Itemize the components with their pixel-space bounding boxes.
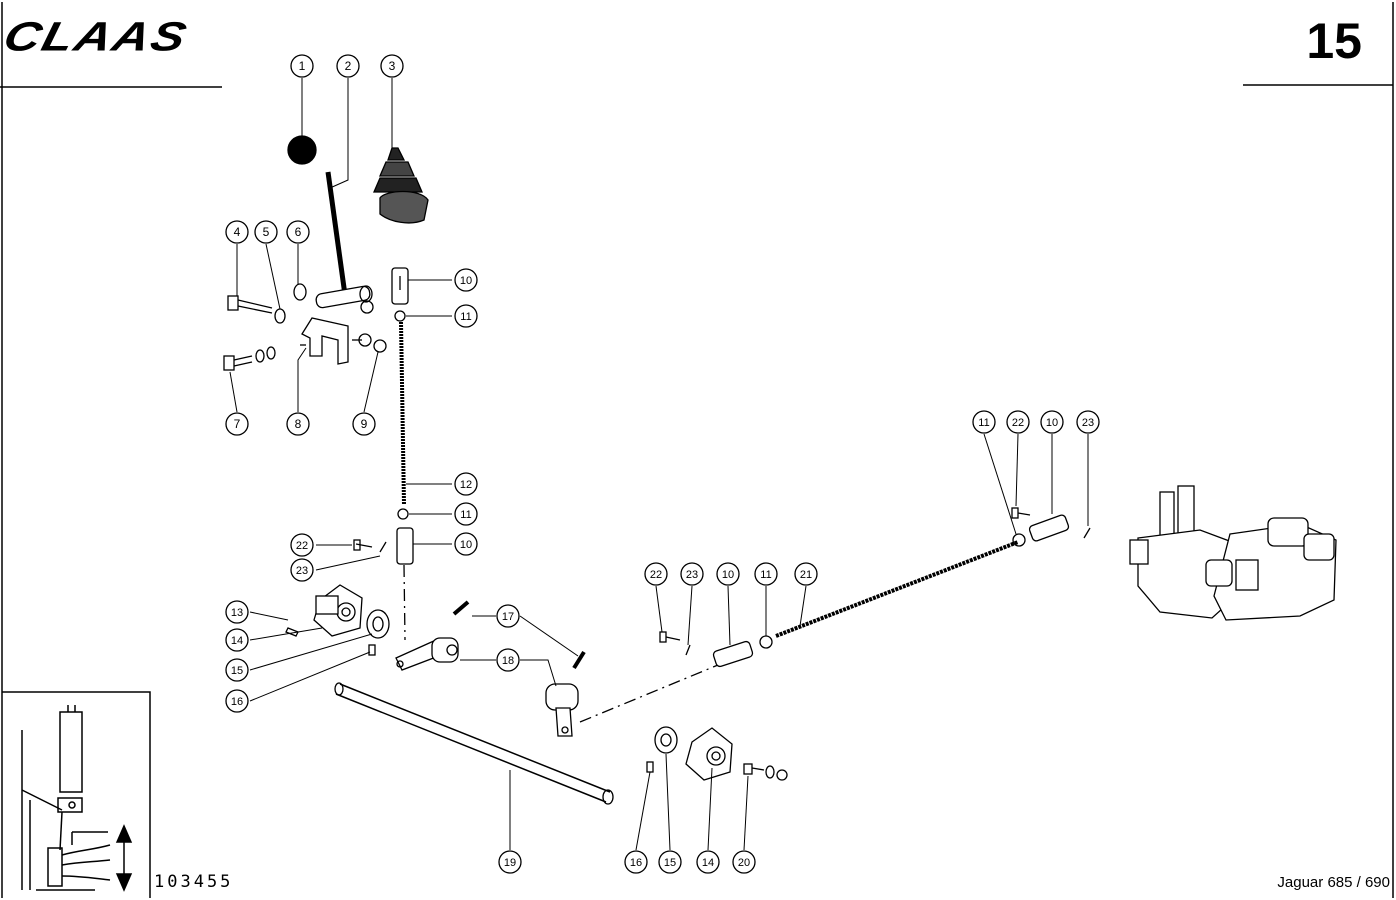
callout-number: 14 (231, 635, 243, 647)
callout-number: 21 (800, 569, 812, 581)
crank-arm-part (395, 637, 459, 671)
lever-rod (325, 171, 348, 296)
callout-number: 14 (702, 857, 714, 869)
callout-number: 7 (234, 417, 241, 431)
callout-number: 4 (234, 225, 241, 239)
leader-lines (229, 78, 1089, 851)
callout-23: 23 (1076, 410, 1100, 434)
crank-arm-lower (545, 683, 579, 737)
callout-number: 3 (389, 59, 396, 73)
callout-17: 17 (496, 604, 520, 628)
callout-number: 19 (504, 857, 516, 869)
callout-number: 5 (263, 225, 270, 239)
long-bolt-part (227, 295, 273, 314)
callout-9: 9 (352, 412, 376, 436)
callout-14: 14 (696, 850, 720, 874)
callout-12: 12 (454, 472, 478, 496)
callout-number: 22 (1012, 417, 1024, 429)
callout-15: 15 (225, 658, 249, 682)
model-label: Jaguar 685 / 690 (1277, 874, 1390, 891)
callout-20: 20 (732, 850, 756, 874)
callout-8: 8 (286, 412, 310, 436)
callout-number: 16 (231, 696, 243, 708)
callout-number: 13 (231, 607, 243, 619)
callout-14: 14 (225, 628, 249, 652)
callout-2: 2 (336, 54, 360, 78)
callout-10: 10 (454, 532, 478, 556)
callout-number: 11 (460, 311, 471, 323)
control-valve-block (1129, 485, 1337, 621)
callout-3: 3 (380, 54, 404, 78)
callout-6: 6 (286, 220, 310, 244)
callout-number: 16 (630, 857, 642, 869)
callout-number: 8 (295, 417, 302, 431)
callout-4: 4 (225, 220, 249, 244)
callout-16: 16 (225, 689, 249, 713)
callout-number: 10 (722, 569, 734, 581)
main-shaft (334, 682, 614, 805)
callout-number: 10 (460, 539, 472, 551)
callout-number: 20 (738, 857, 750, 869)
callout-11: 11 (454, 304, 478, 328)
callout-22: 22 (290, 533, 314, 557)
callout-22: 22 (644, 562, 668, 586)
flange-bearing-right (685, 727, 733, 781)
callout-number: 10 (1046, 417, 1058, 429)
callout-22: 22 (1006, 410, 1030, 434)
callout-number: 12 (460, 479, 472, 491)
bracket-part (300, 317, 362, 365)
rubber-boot-part (373, 147, 429, 224)
callout-number: 23 (1082, 417, 1094, 429)
callout-number: 11 (978, 417, 989, 429)
callout-11: 11 (972, 410, 996, 434)
callout-15: 15 (658, 850, 682, 874)
callout-number: 1 (299, 59, 306, 73)
callout-10: 10 (454, 268, 478, 292)
callout-number: 11 (460, 509, 471, 521)
callout-number: 22 (296, 540, 308, 552)
drawing-number: 103455 (154, 872, 234, 892)
callout-16: 16 (624, 850, 648, 874)
parts-artwork (223, 78, 1337, 851)
callout-number: 11 (760, 569, 771, 581)
callout-1: 1 (290, 54, 314, 78)
callout-11: 11 (454, 502, 478, 526)
callout-23: 23 (680, 562, 704, 586)
callout-number: 22 (650, 569, 662, 581)
callout-19: 19 (498, 850, 522, 874)
callout-23: 23 (290, 558, 314, 582)
callout-7: 7 (225, 412, 249, 436)
callout-number: 18 (502, 655, 514, 667)
callout-number: 23 (686, 569, 698, 581)
callout-18: 18 (496, 648, 520, 672)
page-number: 15 (1306, 13, 1362, 69)
callout-number: 10 (460, 275, 472, 287)
callout-5: 5 (254, 220, 278, 244)
callout-13: 13 (225, 600, 249, 624)
callout-number: 23 (296, 565, 308, 577)
callout-number: 9 (361, 417, 368, 431)
flange-bearing-left (313, 584, 363, 637)
long-threaded-rod (775, 540, 1019, 638)
knob-part (287, 135, 317, 165)
callout-number: 17 (502, 611, 514, 623)
callout-21: 21 (794, 562, 818, 586)
callout-number: 2 (345, 59, 352, 73)
callout-10: 10 (1040, 410, 1064, 434)
threaded-rod (399, 321, 406, 506)
callout-11: 11 (754, 562, 778, 586)
callout-number: 15 (664, 857, 676, 869)
callout-number: 15 (231, 665, 243, 677)
callout-number: 6 (295, 225, 302, 239)
callout-10: 10 (716, 562, 740, 586)
overview-thumbnail (21, 705, 133, 892)
